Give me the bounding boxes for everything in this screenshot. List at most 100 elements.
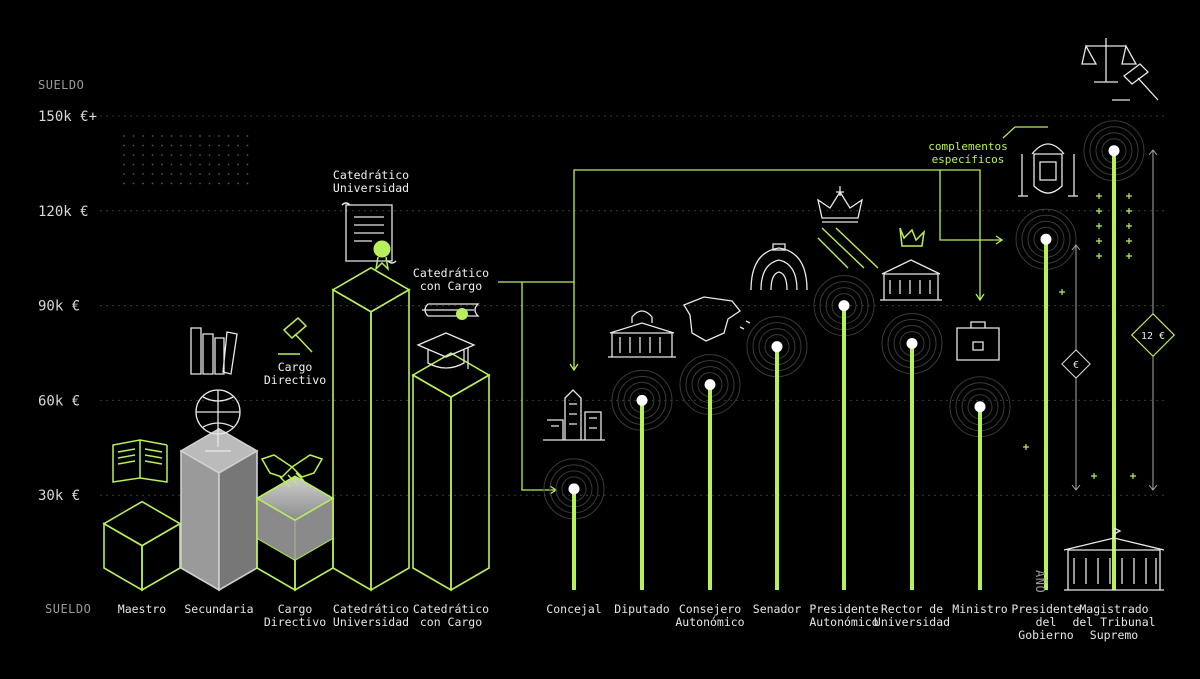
arrowhead <box>975 293 985 302</box>
lollipop-rectorde-universidad <box>881 313 943 590</box>
bar-top-label: Cargo <box>278 360 313 374</box>
bar-face <box>103 522 143 592</box>
x-label: del Tribunal <box>1072 615 1155 629</box>
lollipop-dot <box>1108 145 1120 157</box>
diploma-icon <box>341 202 397 272</box>
lollipop-dot <box>568 483 580 495</box>
lollipop-presidente-autonmico <box>813 275 875 590</box>
x-label: Senador <box>753 602 802 616</box>
x-label: Supremo <box>1090 628 1139 642</box>
bar-maestro <box>102 500 182 592</box>
complementos-label-line2: específicos <box>932 153 1005 166</box>
bar-top <box>411 352 491 399</box>
complementos-label-line1: complementos <box>928 140 1007 153</box>
plus-marker <box>1096 223 1102 229</box>
x-label: Autonómico <box>675 615 744 629</box>
x-axis-title: SUELDO <box>45 602 91 616</box>
plus-marker <box>1091 473 1097 479</box>
lollipop-dot <box>838 300 850 312</box>
bar-side <box>370 288 410 592</box>
x-label: Concejal <box>546 602 601 616</box>
x-label: Secundaria <box>184 602 253 616</box>
y-tick-label: 60k € <box>38 393 80 409</box>
diploma-scroll-icon <box>422 303 480 320</box>
lollipop-magistrado-deltribunal-supremo <box>1083 120 1145 590</box>
bar-face <box>412 373 452 592</box>
plus-marker <box>1126 193 1132 199</box>
plus-marker <box>1126 253 1132 259</box>
lollipop-consejero-autonmico <box>679 354 741 590</box>
books-icon <box>190 327 238 375</box>
x-label: Rector de <box>881 602 943 616</box>
lollipop-presidente-del-gobierno <box>1015 208 1077 590</box>
x-label: Catedrático <box>413 602 489 616</box>
senate-hemicycle-icon <box>750 243 808 291</box>
city-hall-icon <box>543 389 605 441</box>
y-tick-label: 120k € <box>38 204 89 220</box>
coat-of-arms-icon <box>1018 143 1078 197</box>
parliament-icon <box>608 310 676 358</box>
plus-marker <box>1059 289 1065 295</box>
lollipop-diputado <box>611 369 673 590</box>
briefcase-icon <box>956 321 1000 361</box>
bar-group-positions <box>543 120 1145 590</box>
bar-top-label: Catedrático <box>333 168 409 182</box>
x-label: Magistrado <box>1079 602 1148 616</box>
university-crown-icon <box>880 227 942 301</box>
bar-top-label: Catedrático <box>413 266 489 280</box>
bar-top-label: con Cargo <box>420 279 482 293</box>
supreme-court-building-icon <box>1063 527 1165 591</box>
bar-side <box>450 373 490 592</box>
arrowhead <box>995 235 1004 245</box>
royal-crown-icon <box>817 186 879 269</box>
year-label: AÑO <box>1033 570 1048 593</box>
range-indicators: € 12 € <box>1061 149 1176 491</box>
plus-marker <box>1023 444 1029 450</box>
x-label: Diputado <box>614 602 669 616</box>
bar-side <box>141 522 181 592</box>
x-label: Catedrático <box>333 602 409 616</box>
badge-large: 12 € <box>1141 331 1165 342</box>
spain-map-icon <box>683 296 751 342</box>
lollipop-dot <box>1040 233 1052 245</box>
handshake-icon <box>260 454 324 488</box>
plus-marker <box>1130 473 1136 479</box>
gridlines <box>100 115 1165 496</box>
x-label: del <box>1036 615 1057 629</box>
plus-marker <box>1096 208 1102 214</box>
lollipop-senador <box>746 316 808 590</box>
complementos-annotation: complementos específicos <box>928 126 1048 166</box>
badge-small: € <box>1073 360 1079 371</box>
decorative-dot-grid <box>123 135 249 185</box>
bar-side <box>218 449 258 592</box>
y-tick-label: 30k € <box>38 488 80 504</box>
plus-marker <box>1096 193 1102 199</box>
x-label: Presidente <box>1011 602 1080 616</box>
y-axis-title: SUELDO <box>38 78 84 92</box>
x-label: Cargo <box>278 602 313 616</box>
plus-marker <box>1126 223 1132 229</box>
x-label: Consejero <box>679 602 741 616</box>
arrowhead <box>569 363 579 372</box>
connector-path <box>498 169 981 300</box>
x-label: Directivo <box>264 615 326 629</box>
bar-secundaria <box>179 428 259 592</box>
y-tick-label: 90k € <box>38 299 80 315</box>
globe-icon <box>195 389 241 452</box>
x-label: Ministro <box>952 602 1007 616</box>
bar-face <box>180 449 220 592</box>
x-label: con Cargo <box>420 615 482 629</box>
y-axis-ticks: 30k € 60k € 90k € 120k € 150k €+ <box>38 109 97 504</box>
plus-markers <box>1023 193 1136 479</box>
connector-to-presidente <box>939 170 1002 241</box>
y-tick-label: 150k €+ <box>38 109 97 125</box>
bar-top-label: Directivo <box>264 373 326 387</box>
x-label: Gobierno <box>1018 628 1073 642</box>
lollipop-dot <box>704 379 716 391</box>
